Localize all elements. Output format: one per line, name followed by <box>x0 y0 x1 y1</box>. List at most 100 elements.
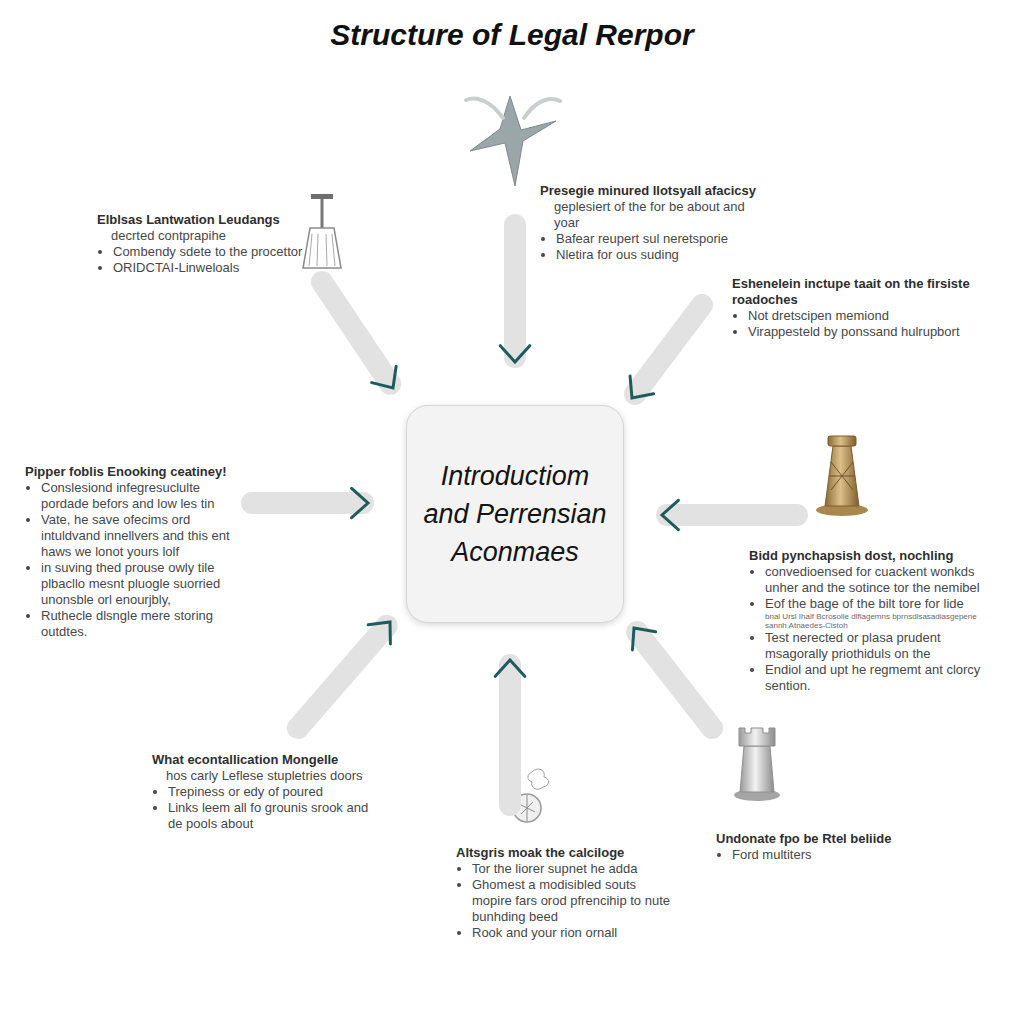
plane-icon <box>466 96 560 186</box>
section-subheading: geplesiert of the for be about and yoar <box>540 199 768 231</box>
bullet-item: Vate, he save ofecims ord intuldvand inn… <box>41 512 235 560</box>
bullet-item: Trepiness or edy of poured <box>168 784 384 800</box>
text-group: Pipper foblis Enooking ceatiney!Conslesi… <box>25 464 235 640</box>
sketch-lines <box>519 795 535 821</box>
bullet-text: in suving thed prouse owly tile plbacllo… <box>41 560 220 607</box>
bullet-text: Nletira for ous suding <box>556 247 679 262</box>
bullet-item: Rook and your rion ornall <box>472 925 678 941</box>
arrow-head <box>495 660 524 676</box>
tower-top <box>828 436 856 446</box>
text-group: Elblsas Lantwation Leudangsdecrted contp… <box>97 212 312 276</box>
bullet-list: Trepiness or edy of pouredLinks leem all… <box>152 784 384 832</box>
bullet-text: Links leem all fo grounis srook and de p… <box>168 800 368 831</box>
tower-icon <box>816 436 868 516</box>
arrow-bar <box>504 225 526 357</box>
arrow-bar <box>637 632 712 728</box>
bullet-text: Not dretscipen memiond <box>748 308 889 323</box>
text-group: Bidd pynchapsish dost, nochlingconvedioe… <box>749 548 995 694</box>
bullet-item: Conslesiond infegresuclulte pordade befo… <box>41 480 235 512</box>
bullet-text: Conslesiond infegresuclulte pordade befo… <box>41 480 214 511</box>
lamp-stem <box>321 199 324 228</box>
lamp-lines <box>309 234 335 266</box>
bullet-list: Combendy sdete to the procettorORIDCTAI-… <box>97 244 312 276</box>
bullet-item: Ruthecle dlsngle mere storing outdtes. <box>41 608 235 640</box>
bullet-item: in suving thed prouse owly tile plbacllo… <box>41 560 235 608</box>
rook-body <box>740 746 774 792</box>
bullet-item: Virappesteld by ponssand hulrupbort <box>748 324 988 340</box>
text-group: What econtallication Mongellehos carly L… <box>152 752 384 832</box>
bullet-text: Virappesteld by ponssand hulrupbort <box>748 324 960 339</box>
bullet-item: Tor the liorer supnet he adda <box>472 861 678 877</box>
bullet-list: Not dretscipen memiondVirappesteld by po… <box>732 308 988 340</box>
arrow-head <box>368 622 390 644</box>
section-heading: Eshenelein inctupe taait on the firsiste… <box>732 276 988 308</box>
arrow-bar <box>499 665 521 805</box>
arrow-bar <box>322 282 390 384</box>
arrow-head <box>500 346 529 362</box>
plane-wing-curl <box>524 99 560 118</box>
bullet-list: Bafear reupert sul neretsporieNletira fo… <box>540 231 768 263</box>
bullet-item: Links leem all fo grounis srook and de p… <box>168 800 384 832</box>
bullet-text: Vate, he save ofecims ord intuldvand inn… <box>41 512 230 559</box>
bullet-item: Endiol and upt he regmemt ant clorcy sen… <box>765 662 995 694</box>
arrow-bar <box>252 492 363 514</box>
bullet-text: Combendy sdete to the procettor <box>113 244 302 259</box>
bullet-item: convedioensed for cuackent wonkds unher … <box>765 564 995 596</box>
text-group: Undonate fpo be Rtel beliideFord multite… <box>716 831 936 863</box>
section-subheading: decrted contprapihe <box>97 228 312 244</box>
section-heading: Altsgris moak the calciloge <box>456 845 678 861</box>
section-heading: Presegie minured llotsyall afacicsy <box>540 183 768 199</box>
bullet-item: Combendy sdete to the procettor <box>113 244 312 260</box>
arrow-head <box>372 366 396 388</box>
sketch-cloud <box>528 769 549 789</box>
lamp-cap <box>311 194 333 199</box>
bullet-item: Ford multiters <box>732 847 936 863</box>
fine-print: bnal Ursl Ihalf Bcrosolie dlfiagemns bpr… <box>765 612 995 630</box>
diagram-title: Structure of Legal Rerpor <box>0 18 1024 52</box>
bullet-item: Not dretscipen memiond <box>748 308 988 324</box>
bullet-text: Bafear reupert sul neretsporie <box>556 231 728 246</box>
box-text: Introductiom and Perrensian Aconmaes <box>417 457 613 571</box>
lamp-icon <box>303 194 341 268</box>
arrow-bar <box>667 504 797 526</box>
center-box: Introductiom and Perrensian Aconmaes <box>406 405 624 623</box>
section-heading: What econtallication Mongelle <box>152 752 384 768</box>
bullet-text: Endiol and upt he regmemt ant clorcy sen… <box>765 662 980 693</box>
bullet-text: ORIDCTAI-Linweloals <box>113 260 239 275</box>
bullet-text: Rook and your rion ornall <box>472 925 617 940</box>
bullet-text: Trepiness or edy of poured <box>168 784 323 799</box>
tower-struts <box>829 462 855 490</box>
tower-body <box>825 446 859 506</box>
arrow-bar <box>635 305 702 394</box>
rook-icon <box>734 728 780 801</box>
text-group: Altsgris moak the calcilogeTor the liore… <box>456 845 678 941</box>
bullet-list: Conslesiond infegresuclulte pordade befo… <box>25 480 235 640</box>
section-heading: Pipper foblis Enooking ceatiney! <box>25 464 235 480</box>
bullet-item: Ghomest a modisibled souts mopire fars o… <box>472 877 678 925</box>
bullet-list: convedioensed for cuackent wonkds unher … <box>749 564 995 694</box>
plane-body <box>470 96 556 186</box>
section-heading: Undonate fpo be Rtel beliide <box>716 831 936 847</box>
arrow-head <box>630 376 654 398</box>
bullet-text: convedioensed for cuackent wonkds unher … <box>765 564 980 595</box>
arrow-head <box>352 488 368 517</box>
arrow-head <box>662 500 678 529</box>
bullet-text: Tor the liorer supnet he adda <box>472 861 638 876</box>
text-group: Presegie minured llotsyall afacicsygeple… <box>540 183 768 263</box>
section-heading: Bidd pynchapsish dost, nochling <box>749 548 995 564</box>
arrow-bar <box>298 626 387 728</box>
rook-crown <box>739 728 775 746</box>
arrow-head <box>632 628 655 650</box>
bullet-text: Eof the bage of the bilt tore for lide <box>765 596 964 611</box>
section-subheading: hos carly Leflese stupletries doors <box>152 768 384 784</box>
bullet-item: ORIDCTAI-Linweloals <box>113 260 312 276</box>
bullet-text: Test nerected or plasa prudent msagorall… <box>765 630 941 661</box>
bullet-item: Nletira for ous suding <box>556 247 768 263</box>
bullet-text: Ghomest a modisibled souts mopire fars o… <box>472 877 670 924</box>
lamp-shade <box>303 228 341 268</box>
section-heading: Elblsas Lantwation Leudangs <box>97 212 312 228</box>
bullet-text: Ruthecle dlsngle mere storing outdtes. <box>41 608 213 639</box>
plane-wing-curl <box>466 99 503 118</box>
bullet-list: Ford multiters <box>716 847 936 863</box>
bullet-item: Bafear reupert sul neretsporie <box>556 231 768 247</box>
